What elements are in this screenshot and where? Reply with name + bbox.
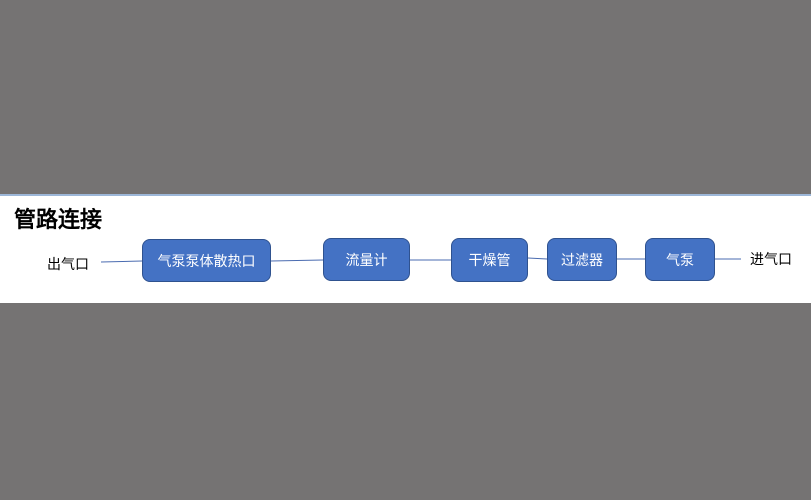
- node-air-pump: 气泵: [645, 238, 715, 281]
- node-filter: 过滤器: [547, 238, 617, 281]
- node-drying-tube: 干燥管: [451, 238, 528, 282]
- inlet-label: 进气口: [750, 252, 792, 268]
- outlet-label: 出气口: [47, 257, 89, 273]
- connector-1: [270, 259, 324, 262]
- connector-3: [527, 257, 548, 260]
- node-pump-heat-vent: 气泵泵体散热口: [142, 239, 271, 282]
- connector-outlet: [100, 260, 143, 263]
- diagram-title: 管路连接: [14, 208, 103, 233]
- node-flowmeter: 流量计: [323, 238, 410, 281]
